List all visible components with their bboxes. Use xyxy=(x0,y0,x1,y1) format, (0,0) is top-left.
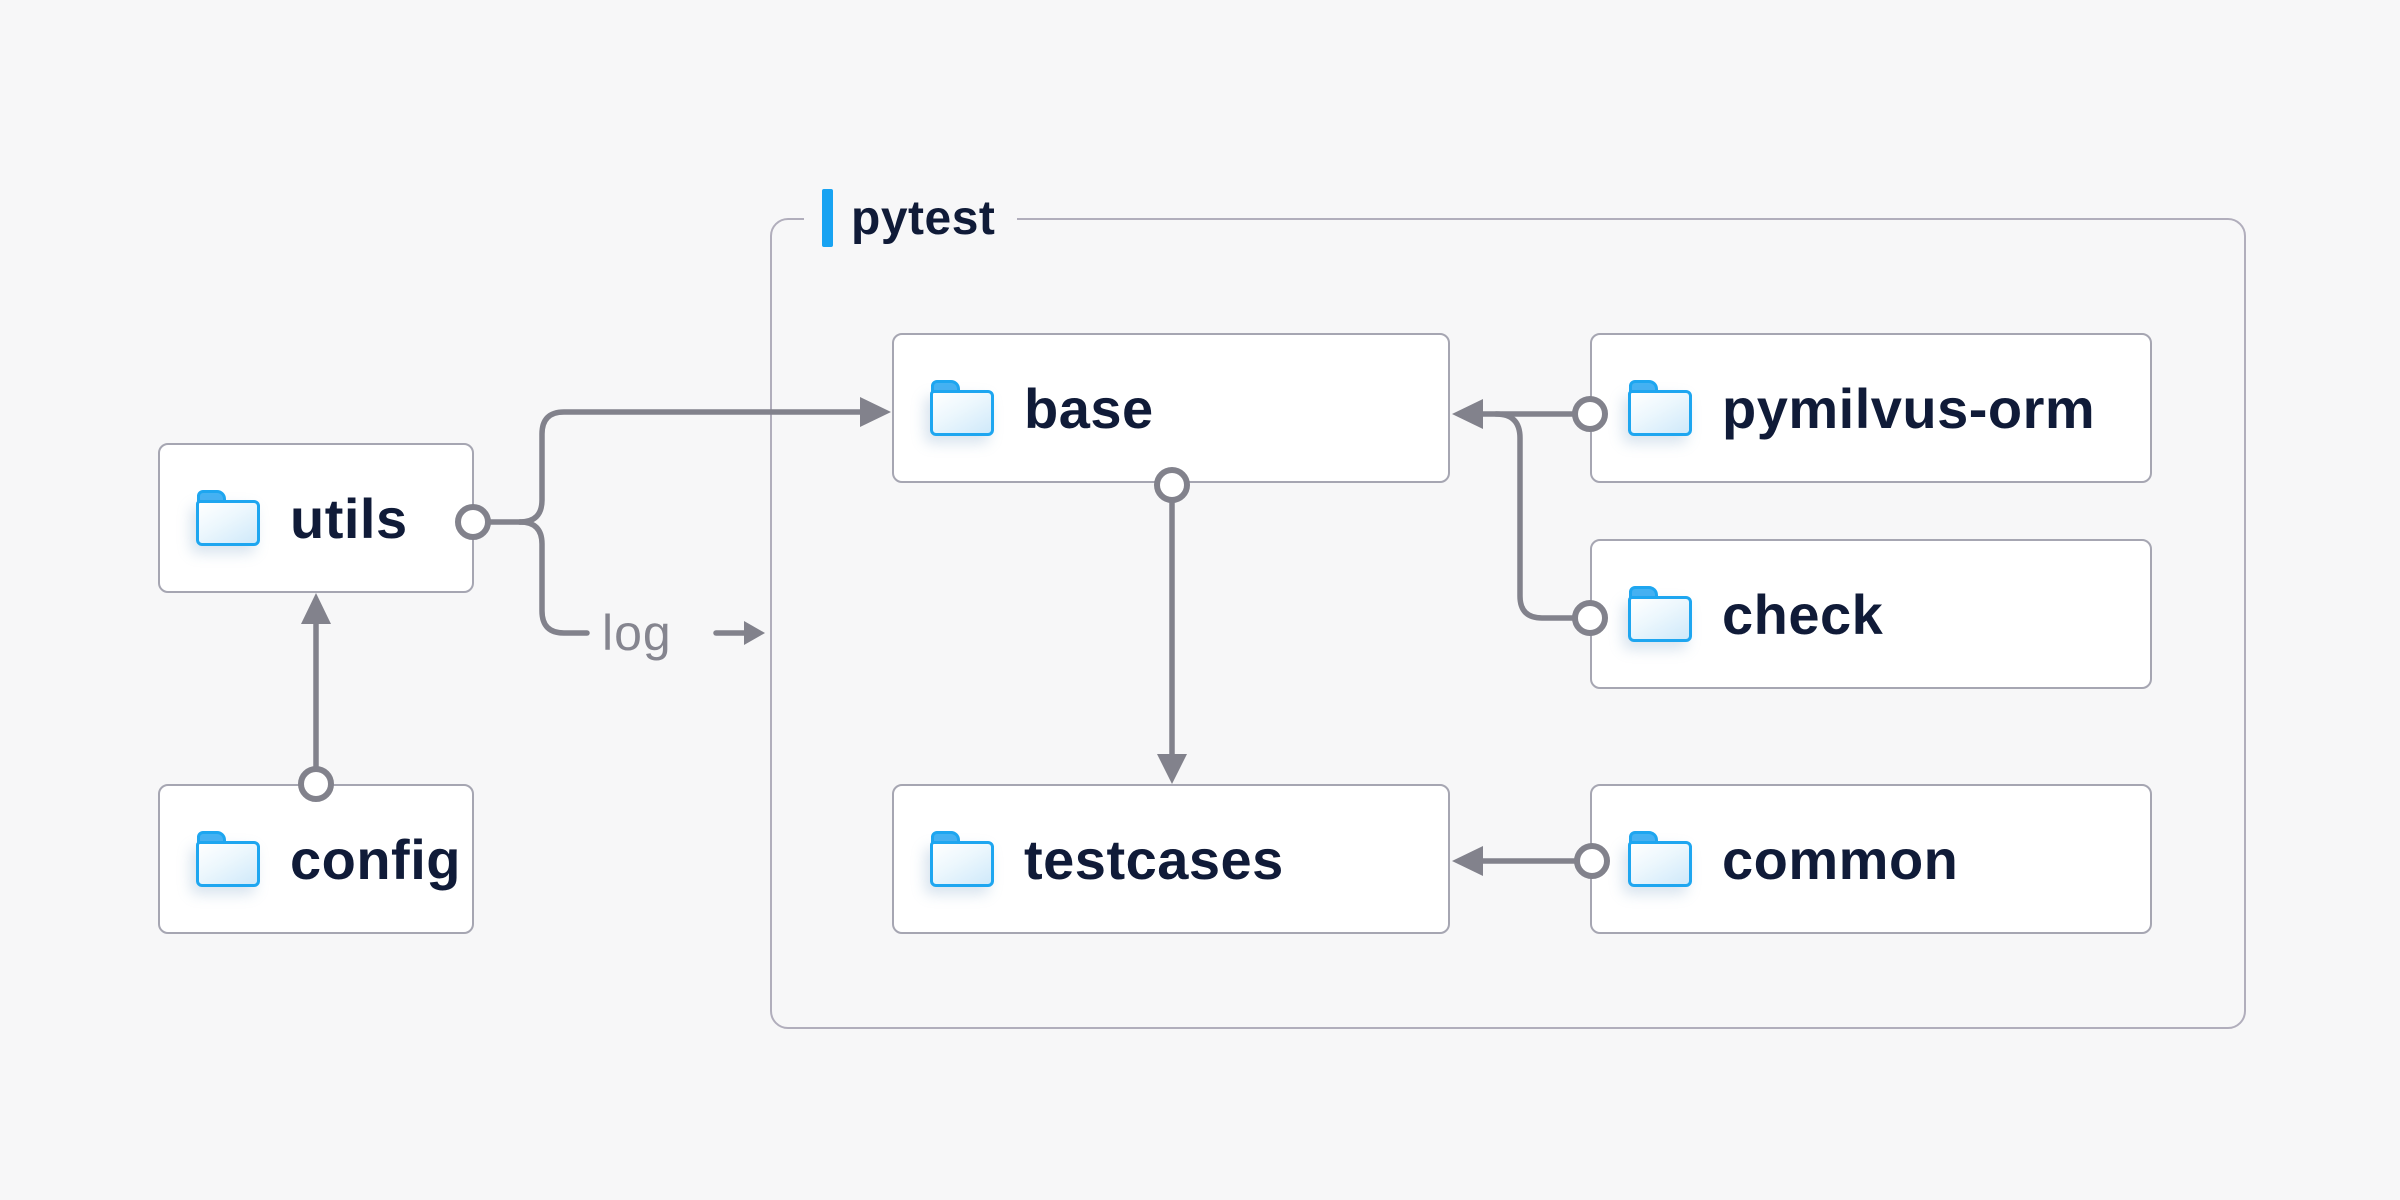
node-utils: utils xyxy=(158,443,474,593)
node-config: config xyxy=(158,784,474,934)
folder-body xyxy=(1628,841,1692,887)
node-check: check xyxy=(1590,539,2152,689)
folder-body xyxy=(930,841,994,887)
folder-icon xyxy=(930,380,994,436)
pytest-group-title: pytest xyxy=(851,191,996,245)
folder-icon xyxy=(1628,831,1692,887)
node-label: base xyxy=(1024,376,1154,440)
node-label: utils xyxy=(290,486,408,550)
accent-bar-icon xyxy=(822,189,833,247)
folder-body xyxy=(1628,390,1692,436)
node-base: base xyxy=(892,333,1450,483)
pytest-group-label: pytest xyxy=(804,186,1018,250)
folder-icon xyxy=(196,831,260,887)
folder-icon xyxy=(196,490,260,546)
folder-icon xyxy=(1628,586,1692,642)
node-common: common xyxy=(1590,784,2152,934)
node-pymilvus-orm: pymilvus-orm xyxy=(1590,333,2152,483)
node-label: common xyxy=(1722,827,1959,891)
folder-body xyxy=(196,500,260,546)
node-label: check xyxy=(1722,582,1884,646)
edge-config-to-utils xyxy=(298,593,334,802)
log-edge-label: log xyxy=(602,605,672,661)
node-label: config xyxy=(290,827,461,891)
node-testcases: testcases xyxy=(892,784,1450,934)
folder-body xyxy=(1628,596,1692,642)
folder-icon xyxy=(930,831,994,887)
folder-body xyxy=(196,841,260,887)
folder-icon xyxy=(1628,380,1692,436)
node-label: testcases xyxy=(1024,827,1284,891)
pytest-group-container xyxy=(770,218,2246,1029)
folder-body xyxy=(930,390,994,436)
node-label: pymilvus-orm xyxy=(1722,376,2096,440)
